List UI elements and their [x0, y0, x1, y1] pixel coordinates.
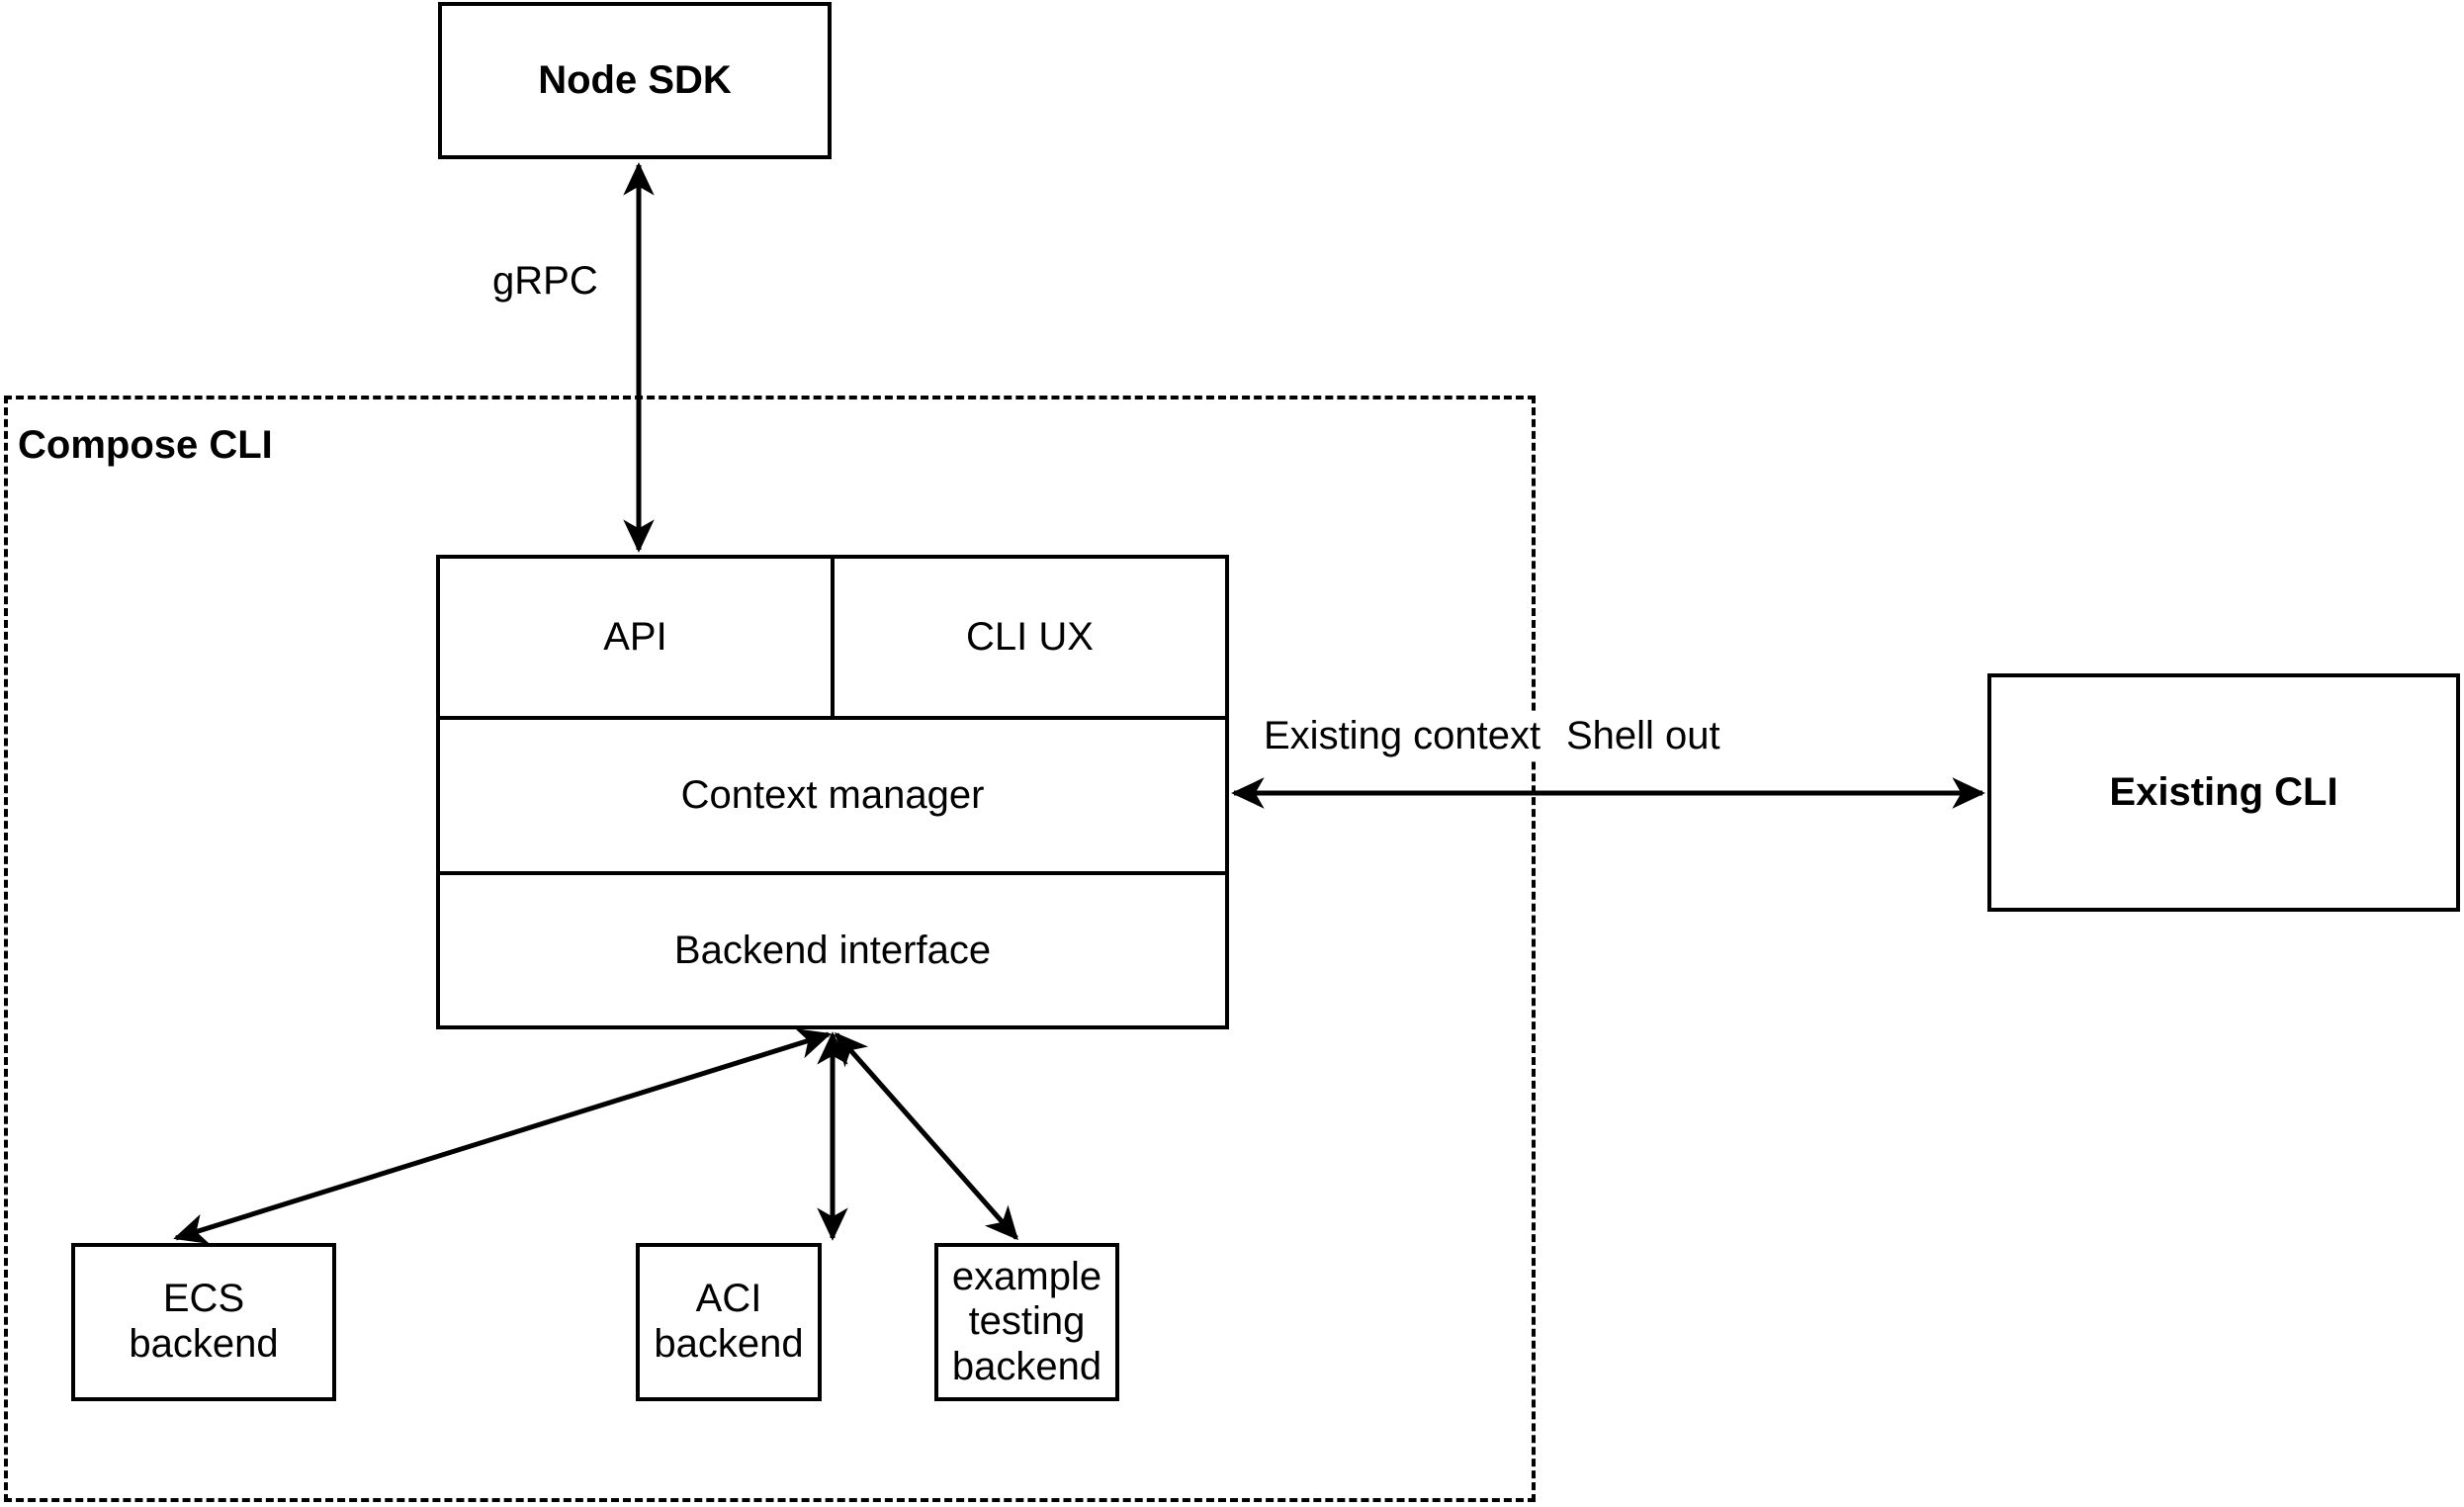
- stack-cell-api[interactable]: API: [440, 559, 831, 716]
- node-example-testing-backend-label: example testing backend: [951, 1254, 1102, 1388]
- stack-cell-cli-ux[interactable]: CLI UX: [831, 559, 1225, 716]
- node-existing-cli-label: Existing CLI: [2109, 769, 2338, 814]
- node-aci-backend[interactable]: ACI backend: [636, 1243, 822, 1401]
- edge-label-shell-out: Shell out: [1560, 714, 1726, 758]
- stack-row-backend-interface: Backend interface: [440, 871, 1225, 1025]
- group-compose-cli: [4, 396, 1536, 1502]
- node-node-sdk-label: Node SDK: [538, 57, 732, 102]
- edge-label-grpc: gRPC: [486, 259, 604, 304]
- node-example-testing-backend[interactable]: example testing backend: [934, 1243, 1119, 1401]
- compose-cli-stack: API CLI UX Context manager Backend inter…: [436, 555, 1229, 1029]
- node-ecs-backend[interactable]: ECS backend: [71, 1243, 336, 1401]
- stack-cell-context-manager[interactable]: Context manager: [440, 719, 1225, 872]
- stack-row-api-cliux: API CLI UX: [440, 559, 1225, 716]
- edge-backend-to-example: [835, 1031, 1018, 1241]
- stack-cell-context-manager-label: Context manager: [680, 772, 985, 817]
- edge-label-existing-context: Existing context: [1258, 714, 1547, 758]
- stack-row-context-manager: Context manager: [440, 715, 1225, 872]
- edge-backend-to-ecs: [173, 1028, 832, 1244]
- node-node-sdk[interactable]: Node SDK: [438, 2, 832, 159]
- node-aci-backend-label: ACI backend: [654, 1277, 804, 1366]
- stack-cell-backend-interface-label: Backend interface: [673, 928, 992, 972]
- stack-cell-api-label: API: [603, 614, 667, 659]
- group-compose-cli-label: Compose CLI: [18, 423, 273, 467]
- node-existing-cli[interactable]: Existing CLI: [1987, 673, 2460, 912]
- stack-cell-backend-interface[interactable]: Backend interface: [440, 875, 1225, 1025]
- node-ecs-backend-label: ECS backend: [129, 1277, 279, 1366]
- stack-cell-cli-ux-label: CLI UX: [966, 614, 1094, 659]
